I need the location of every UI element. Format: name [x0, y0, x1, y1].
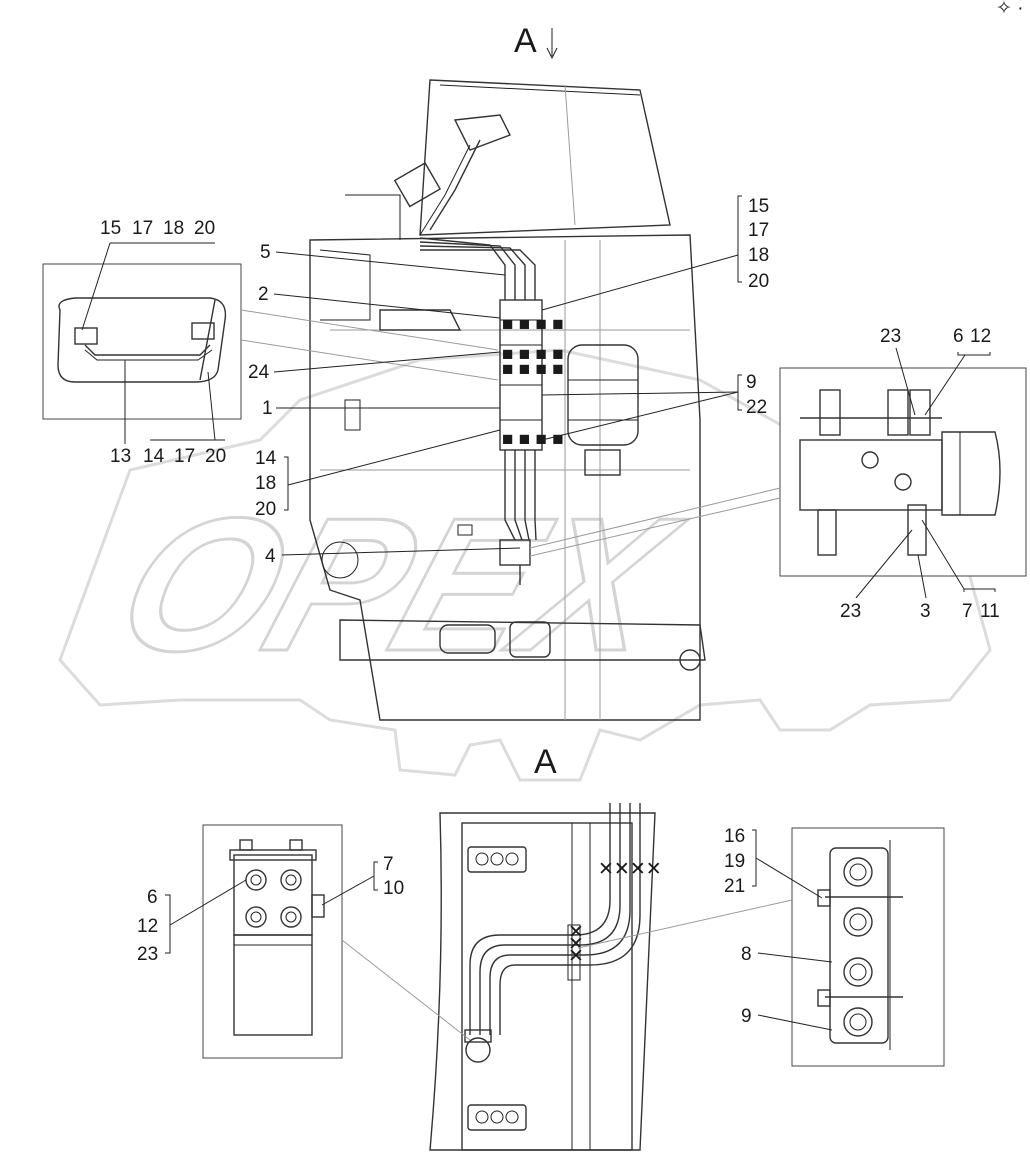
label-2: 2 — [258, 284, 269, 305]
svg-text:✕: ✕ — [568, 946, 584, 967]
bracket-label-group: 15 17 18 20 — [541, 195, 769, 311]
label-5: 5 — [260, 242, 271, 263]
label-11a: 11 — [980, 601, 1000, 622]
detail1-bottom-labels: 13 14 17 20 — [110, 360, 226, 467]
label-9a: 9 — [746, 372, 757, 393]
label-20r: 20 — [748, 271, 769, 292]
label-7b: 7 — [383, 854, 394, 875]
label-6a: 6 — [953, 326, 964, 347]
label-9b: 9 — [741, 1006, 752, 1027]
label-4: 4 — [265, 546, 276, 567]
label-23a: 23 — [880, 326, 901, 347]
svg-text:■ ■ ■ ■: ■ ■ ■ ■ — [502, 344, 564, 365]
label-18r: 18 — [748, 245, 769, 266]
label-8: 8 — [741, 944, 752, 965]
label-17r: 17 — [748, 220, 769, 241]
label-14l: 14 — [255, 448, 277, 469]
label-6b: 6 — [147, 887, 158, 908]
label-14: 14 — [143, 446, 165, 467]
label-23b: 23 — [840, 601, 861, 622]
label-24: 24 — [248, 362, 270, 383]
label-17b: 17 — [174, 446, 195, 467]
label-23c: 23 — [137, 944, 158, 965]
svg-text:■ ■ ■ ■: ■ ■ ■ ■ — [502, 314, 564, 335]
detail-box-clamp: 15 17 18 20 13 14 17 20 — [42, 218, 499, 467]
detail-box-valve: 23 6 12 23 3 7 11 — [529, 326, 1027, 622]
label-7a: 7 — [962, 601, 973, 622]
svg-text:✕: ✕ — [568, 934, 584, 955]
view-a-title: A — [534, 743, 557, 781]
label-13: 13 — [110, 446, 131, 467]
label-18l: 18 — [255, 473, 276, 494]
watermark: OPEX — [58, 348, 992, 782]
watermark-gear — [58, 348, 992, 782]
label-10b: 10 — [383, 878, 404, 899]
view-arrow-a: A — [514, 22, 558, 60]
label-20: 20 — [194, 218, 215, 239]
label-1: 1 — [262, 398, 273, 419]
svg-text:✕✕✕✕: ✕✕✕✕ — [598, 859, 662, 880]
label-12b: 12 — [137, 916, 158, 937]
clamp-marks: ■ ■ ■ ■ ■ ■ ■ ■ ■ ■ ■ ■ ■ ■ ■ ■ — [502, 314, 564, 450]
label-20b: 20 — [205, 446, 226, 467]
label-22a: 22 — [746, 397, 767, 418]
svg-text:■ ■ ■ ■: ■ ■ ■ ■ — [502, 429, 564, 450]
label-18: 18 — [163, 218, 184, 239]
label-20l: 20 — [255, 499, 276, 520]
svg-text:■ ■ ■ ■: ■ ■ ■ ■ — [502, 359, 564, 380]
watermark-text: OPEX — [96, 479, 702, 690]
callout-9-22: 9 22 — [541, 372, 767, 441]
label-15r: 15 — [748, 196, 769, 217]
corner-mark: ✧ · — [996, 0, 1024, 19]
label-17: 17 — [132, 218, 153, 239]
label-3: 3 — [920, 601, 931, 622]
view-a-section: A ✕✕✕✕ ✕ ✕ ✕ — [137, 743, 945, 1151]
label-16: 16 — [724, 826, 745, 847]
label-21: 21 — [724, 876, 745, 897]
svg-text:✕: ✕ — [568, 922, 584, 943]
label-15: 15 — [100, 218, 121, 239]
label-19: 19 — [724, 851, 745, 872]
view-arrow-letter: A — [514, 22, 537, 60]
detail1-top-labels: 15 17 18 20 — [81, 218, 215, 331]
main-callouts-left: 5 2 24 1 14 18 20 4 — [248, 242, 521, 567]
main-machine-view: ■ ■ ■ ■ ■ ■ ■ ■ ■ ■ ■ ■ ■ ■ ■ ■ — [309, 79, 706, 721]
label-12a: 12 — [970, 326, 991, 347]
